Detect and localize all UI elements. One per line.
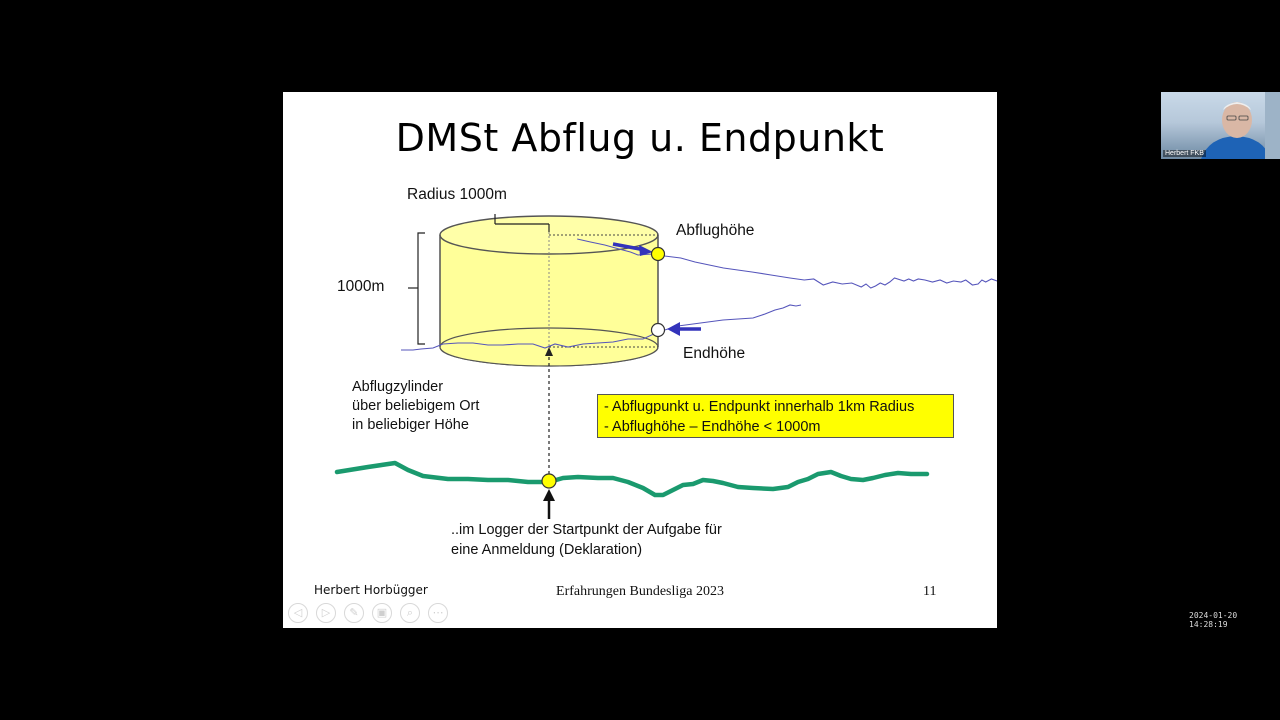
zylinder-text-line3: in beliebiger Höhe [352, 417, 469, 433]
end-point [650, 322, 666, 338]
logger-text-line1: ..im Logger der Startpunkt der Aufgabe f… [451, 522, 722, 538]
page-number: 11 [923, 584, 937, 599]
info-box: - Abflugpunkt u. Endpunkt innerhalb 1km … [597, 394, 954, 438]
presentation-slide: DMSt Abflug u. Endpunkt [283, 92, 997, 628]
endhoehe-label: Endhöhe [683, 345, 746, 362]
zylinder-text-line2: über beliebigem Ort [352, 398, 480, 414]
abflughoehe-label: Abflughöhe [676, 222, 755, 239]
arrow-abflug [612, 242, 653, 256]
next-icon[interactable]: ▷ [316, 603, 336, 623]
prev-icon[interactable]: ◁ [288, 603, 308, 623]
slide-title: DMSt Abflug u. Endpunkt [395, 116, 885, 160]
track-end [401, 304, 802, 351]
zylinder-text-line1: Abflugzylinder [352, 379, 444, 395]
presenter-avatar [1201, 92, 1280, 159]
track-abflug [577, 238, 997, 289]
abflug-point [650, 246, 666, 262]
webcam-video-thumbnail[interactable]: Herbert FKB [1161, 92, 1280, 159]
logger-arrow [543, 489, 555, 519]
logger-text-line2: eine Anmeldung (Deklaration) [451, 542, 643, 558]
info-line-2: - Abflughöhe – Endhöhe < 1000m [604, 419, 821, 435]
terrain-line [334, 460, 930, 498]
radius-bracket [494, 214, 550, 232]
start-projection-line [545, 347, 553, 474]
height-bracket [408, 232, 425, 345]
start-point [541, 473, 557, 489]
participant-name: Herbert FKB [1163, 150, 1206, 157]
pen-icon[interactable]: ✎ [344, 603, 364, 623]
slides-icon[interactable]: ▣ [372, 603, 392, 623]
footer-author: Herbert Horbügger [314, 583, 428, 597]
arrow-end [667, 322, 701, 336]
timestamp: 2024-01-20 14:28:19 [1189, 611, 1238, 629]
more-icon[interactable]: ⋯ [428, 603, 448, 623]
height-label: 1000m [337, 278, 385, 295]
cylinder-diagram [334, 214, 997, 519]
zoom-icon[interactable]: ⌕ [400, 603, 420, 623]
info-line-1: - Abflugpunkt u. Endpunkt innerhalb 1km … [604, 399, 915, 415]
footer-title: Erfahrungen Bundesliga 2023 [556, 584, 724, 599]
radius-label: Radius 1000m [407, 186, 507, 203]
slide-nav-toolbar: ◁ ▷ ✎ ▣ ⌕ ⋯ [288, 603, 448, 623]
